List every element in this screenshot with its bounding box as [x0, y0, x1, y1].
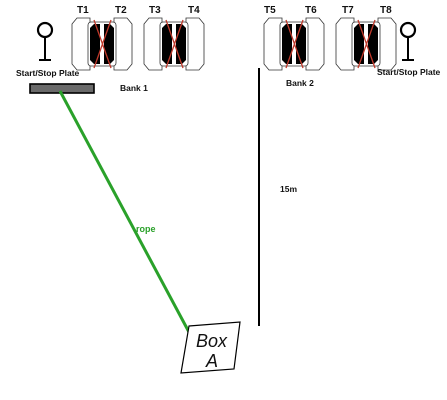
target-pair-t1-t2-icon — [71, 17, 133, 71]
target-label-t2: T2 — [115, 5, 127, 16]
start-stop-plate-left-icon — [36, 21, 54, 61]
bank1-label: Bank 1 — [120, 83, 148, 93]
bank2-label: Bank 2 — [286, 78, 314, 88]
target-label-t4: T4 — [188, 5, 200, 16]
box-a-shape — [180, 321, 241, 374]
box-a-label-line2: A — [205, 351, 218, 371]
target-pair-t5-t6-icon — [263, 17, 325, 71]
start-stop-plate-right-label: Start/Stop Plate — [377, 67, 441, 77]
distance-label: 15m — [280, 184, 297, 194]
target-pair-t7-t8-icon — [335, 17, 397, 71]
rope-line — [58, 90, 192, 335]
start-stop-plate-left-label: Start/Stop Plate — [16, 68, 80, 78]
rope-label: rope — [136, 224, 156, 234]
target-label-t7: T7 — [342, 5, 354, 16]
target-label-t5: T5 — [264, 5, 276, 16]
start-stop-plate-right-icon — [399, 21, 417, 61]
target-label-t3: T3 — [149, 5, 161, 16]
target-label-t6: T6 — [305, 5, 317, 16]
target-label-t8: T8 — [380, 5, 392, 16]
box-a-label-line1: Box — [196, 331, 228, 351]
target-label-t1: T1 — [77, 5, 89, 16]
target-pair-t3-t4-icon — [143, 17, 205, 71]
